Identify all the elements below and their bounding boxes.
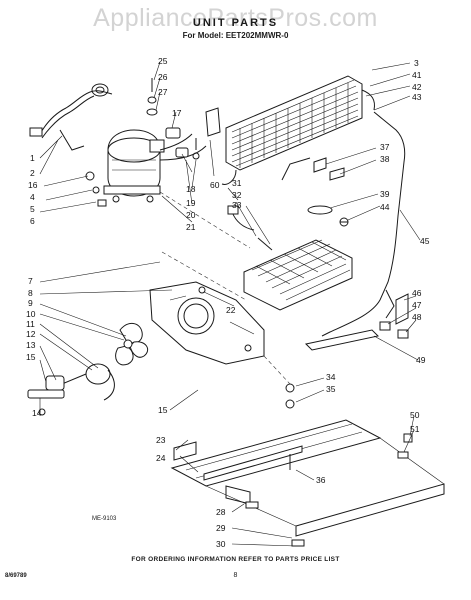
fan-shroud bbox=[149, 281, 265, 365]
callout-24: 24 bbox=[156, 453, 166, 463]
callout-43: 43 bbox=[412, 92, 422, 102]
callout-2: 2 bbox=[30, 168, 35, 178]
evaporator-coil bbox=[227, 205, 353, 311]
callout-11: 11 bbox=[26, 319, 35, 329]
condenser-fan-motor bbox=[27, 323, 149, 416]
callout-4: 4 bbox=[30, 192, 35, 202]
callout-28: 28 bbox=[216, 507, 226, 517]
callout-16: 16 bbox=[28, 180, 38, 190]
callout-25: 25 bbox=[158, 56, 168, 66]
callout-29: 29 bbox=[216, 523, 226, 533]
callout-60: 60 bbox=[210, 180, 220, 190]
callout-3: 3 bbox=[414, 58, 419, 68]
drawing-code: ME-9103 bbox=[92, 516, 117, 522]
callout-18: 18 bbox=[186, 184, 196, 194]
callout-22: 22 bbox=[226, 305, 236, 315]
page-title: UNIT PARTS bbox=[192, 17, 279, 29]
callout-19: 19 bbox=[186, 198, 196, 208]
callout-13: 13 bbox=[26, 340, 36, 350]
callout-32: 32 bbox=[232, 190, 242, 200]
page-number: 8 bbox=[233, 572, 238, 579]
assembly-dashed-lines bbox=[159, 191, 291, 385]
callout-labels: 1 2 16 4 5 6 25 26 27 17 18 19 20 21 60 … bbox=[26, 56, 430, 549]
callout-23: 23 bbox=[156, 435, 166, 445]
callout-20: 20 bbox=[186, 210, 196, 220]
callout-26: 26 bbox=[158, 72, 168, 82]
callout-15-left: 15 bbox=[26, 352, 36, 362]
callout-9: 9 bbox=[28, 298, 33, 308]
compressor bbox=[103, 129, 207, 203]
callout-1: 1 bbox=[30, 153, 35, 163]
small-hardware bbox=[85, 78, 200, 207]
callout-15: 15 bbox=[158, 405, 168, 415]
model-number: For Model: EET202MMWR-0 bbox=[182, 31, 289, 40]
callout-30: 30 bbox=[216, 539, 226, 549]
callout-31: 31 bbox=[232, 178, 242, 188]
callout-17: 17 bbox=[172, 108, 182, 118]
callout-44: 44 bbox=[380, 202, 390, 212]
callout-10: 10 bbox=[26, 309, 36, 319]
wiring-harness bbox=[29, 83, 113, 151]
callout-41: 41 bbox=[412, 70, 422, 80]
callout-46: 46 bbox=[412, 288, 422, 298]
refrigerant-line bbox=[281, 111, 406, 337]
callout-39: 39 bbox=[380, 189, 390, 199]
callout-12: 12 bbox=[26, 329, 36, 339]
callout-34: 34 bbox=[326, 372, 336, 382]
callout-36: 36 bbox=[316, 475, 326, 485]
ordering-note: FOR ORDERING INFORMATION REFER TO PARTS … bbox=[131, 556, 340, 563]
callout-8: 8 bbox=[28, 288, 33, 298]
callout-5: 5 bbox=[30, 204, 35, 214]
callout-33: 33 bbox=[232, 200, 242, 210]
condenser-coil bbox=[205, 75, 375, 185]
misc-fittings bbox=[313, 157, 349, 227]
document-number: 8/69789 bbox=[5, 573, 27, 579]
callout-35: 35 bbox=[326, 384, 336, 394]
callout-48: 48 bbox=[412, 312, 422, 322]
callout-37: 37 bbox=[380, 142, 390, 152]
callout-49: 49 bbox=[416, 355, 426, 365]
callout-14: 14 bbox=[32, 408, 42, 418]
base-frame bbox=[170, 329, 445, 547]
callout-47: 47 bbox=[412, 300, 422, 310]
callout-51: 51 bbox=[410, 424, 420, 434]
callout-7: 7 bbox=[28, 276, 33, 286]
callout-50: 50 bbox=[410, 410, 420, 420]
callout-42: 42 bbox=[412, 82, 422, 92]
callout-27: 27 bbox=[158, 87, 168, 97]
callout-6: 6 bbox=[30, 216, 35, 226]
callout-45: 45 bbox=[420, 236, 430, 246]
callout-38: 38 bbox=[380, 154, 390, 164]
watermark: AppliancePartsPros.com bbox=[93, 4, 378, 32]
drain-parts bbox=[379, 293, 409, 339]
callout-21: 21 bbox=[186, 222, 196, 232]
leader-lines bbox=[39, 61, 421, 547]
